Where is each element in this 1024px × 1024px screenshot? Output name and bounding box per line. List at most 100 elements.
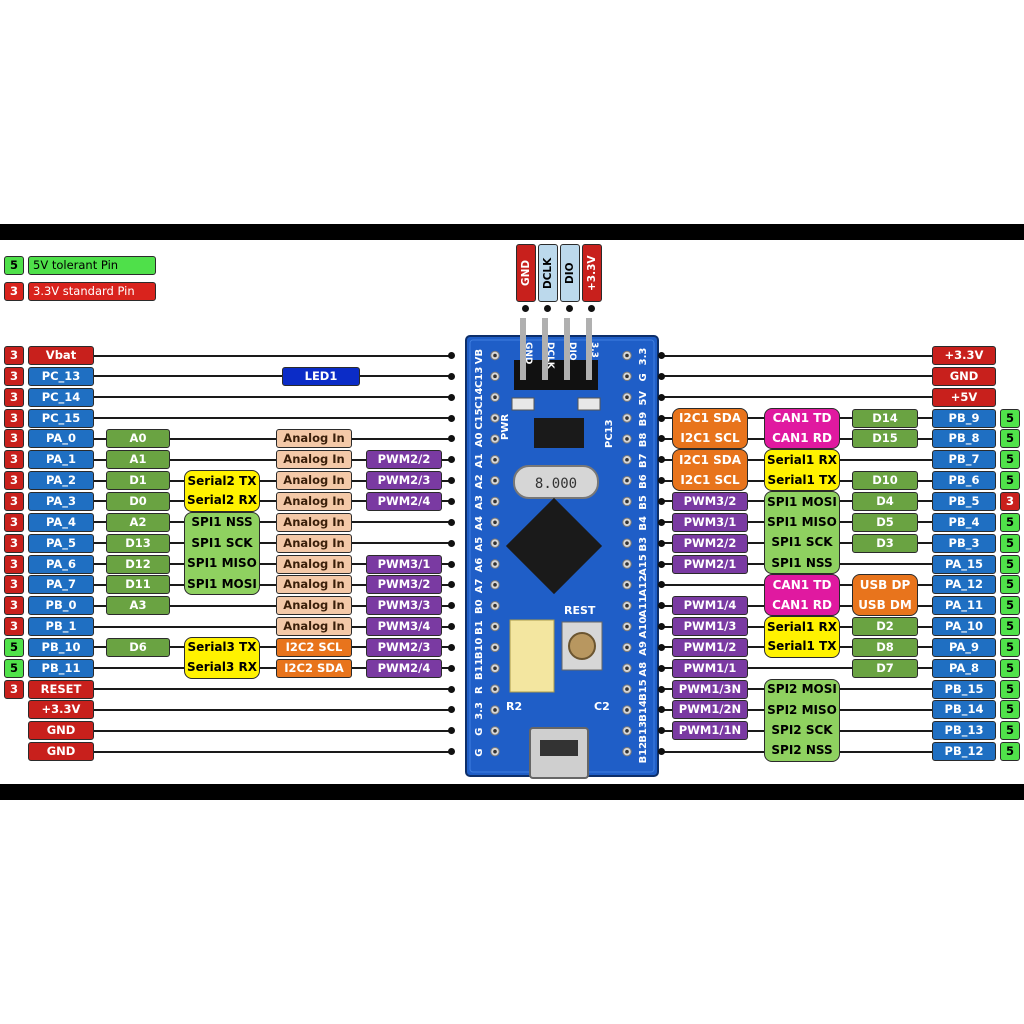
function-label-pwm2-3: PWM2/3 xyxy=(366,637,442,657)
boot-jumpers[interactable] xyxy=(509,619,555,693)
tolerance-badge: 5 xyxy=(1000,533,1020,553)
tolerance-badge: 5 xyxy=(1000,429,1020,449)
silk-b10: B10 xyxy=(474,638,485,660)
group-line: SPI1 MOSI xyxy=(187,576,257,591)
pin-label-pa2: PA_2 xyxy=(28,471,94,491)
pin-label-33v: +3.3V xyxy=(932,346,996,365)
group-line: Serial2 RX xyxy=(186,493,258,508)
pin-dot xyxy=(658,393,665,401)
pin-label-pb1: PB_1 xyxy=(28,617,94,637)
silk-b0: B0 xyxy=(474,599,485,614)
silk-a15: A15 xyxy=(638,554,649,576)
function-label-d7: D7 xyxy=(852,658,918,678)
group-line: SPI1 NSS xyxy=(191,515,253,530)
function-label-a3: A3 xyxy=(106,596,170,616)
pin-label-gnd: GND xyxy=(28,742,94,762)
pin-dot xyxy=(658,477,665,485)
group-line: SPI2 NSS xyxy=(771,743,833,758)
silk-b6: B6 xyxy=(638,474,649,489)
pin-label-pb4: PB_4 xyxy=(932,512,996,532)
pin-dot xyxy=(658,518,665,526)
lead-line xyxy=(94,625,450,628)
header-hole-center xyxy=(493,624,497,629)
function-label-pwm3-1: PWM3/1 xyxy=(366,554,442,574)
pin-dot xyxy=(448,748,455,756)
pin-dot xyxy=(448,664,455,672)
tolerance-badge: 3 xyxy=(4,491,24,511)
pin-dot xyxy=(658,435,665,443)
swd-dot xyxy=(544,305,551,312)
pin-label-pb7: PB_7 xyxy=(932,450,996,470)
pin-label-pb6: PB_6 xyxy=(932,471,996,491)
silk-5v: 5V xyxy=(638,391,649,406)
pin-dot xyxy=(448,685,455,693)
silk-a3: A3 xyxy=(474,495,485,510)
function-label-pwm2-4: PWM2/4 xyxy=(366,658,442,678)
function-label-d1: D1 xyxy=(106,471,170,491)
group-line: I2C1 SDA xyxy=(678,452,742,467)
silk-a12: A12 xyxy=(638,575,649,597)
reset-button-cap[interactable] xyxy=(568,632,596,660)
pin-dot xyxy=(448,539,455,547)
function-label-pwm1-3n: PWM1/3N xyxy=(672,679,748,699)
tolerance-badge: 5 xyxy=(1000,408,1020,428)
lead-line xyxy=(664,396,932,399)
voltage-regulator xyxy=(534,418,584,448)
header-hole-center xyxy=(625,624,629,629)
group-line: USB DM xyxy=(858,597,912,612)
tolerance-badge: 3 xyxy=(4,408,24,428)
header-hole-center xyxy=(625,437,629,441)
silk-g: G xyxy=(474,728,485,736)
pin-label-pc15: PC_15 xyxy=(28,408,94,428)
silk-b15: B15 xyxy=(638,679,649,701)
function-label-i2c2-sda: I2C2 SDA xyxy=(276,658,352,678)
swd-label-gnd: GND xyxy=(516,244,536,302)
lead-line xyxy=(94,667,450,670)
header-hole-center xyxy=(625,353,629,358)
mcu-chip xyxy=(505,497,603,595)
tolerance-badge: 5 xyxy=(1000,450,1020,470)
lead-line xyxy=(94,604,450,607)
swd-label-dclk: DCLK xyxy=(538,244,558,302)
swd-header-body xyxy=(514,360,598,390)
tolerance-badge: 3 xyxy=(4,387,24,407)
legend-33v-code: 3 xyxy=(4,282,24,301)
header-hole-center xyxy=(625,603,629,608)
pin-dot xyxy=(658,602,665,610)
tolerance-badge: 5 xyxy=(1000,679,1020,699)
group-line: SPI1 MOSI xyxy=(767,494,837,509)
pin-dot xyxy=(448,352,455,359)
pin-dot xyxy=(658,560,665,568)
silk-c13: C13 xyxy=(474,367,485,388)
header-hole-center xyxy=(493,457,497,462)
silk-a11: A11 xyxy=(638,596,649,618)
function-label-analog-in: Analog In xyxy=(276,491,352,511)
function-label-d4: D4 xyxy=(852,491,918,511)
stm32-blue-pill-board: VBC13C14C15A0A1A2A3A4A5A6A7B0B1B10B11R3.… xyxy=(465,318,659,779)
lead-line xyxy=(94,583,450,586)
group-line: CAN1 TD xyxy=(772,411,832,425)
silk-a10: A10 xyxy=(638,617,649,639)
tolerance-badge: 3 xyxy=(4,346,24,365)
function-label-analog-in: Analog In xyxy=(276,512,352,532)
pin-dot xyxy=(448,581,455,589)
group-line: Serial1 RX xyxy=(766,619,838,634)
silk-vb: VB xyxy=(474,349,485,364)
reset-silk: REST xyxy=(564,604,596,617)
silk-b1: B1 xyxy=(474,620,485,635)
function-label-i2c2-scl: I2C2 SCL xyxy=(276,637,352,657)
function-label-pwm3-2: PWM3/2 xyxy=(672,491,748,511)
silk-c14: C14 xyxy=(474,388,485,409)
function-label-pwm1-3: PWM1/3 xyxy=(672,617,748,637)
header-hole-center xyxy=(625,541,629,545)
swd-dot xyxy=(588,305,595,312)
function-label-d13: D13 xyxy=(106,533,170,553)
swd-label-33v: +3.3V xyxy=(582,244,602,302)
pin-label-pb8: PB_8 xyxy=(932,429,996,449)
silk-b14: B14 xyxy=(638,700,649,722)
header-hole-center xyxy=(493,729,497,733)
